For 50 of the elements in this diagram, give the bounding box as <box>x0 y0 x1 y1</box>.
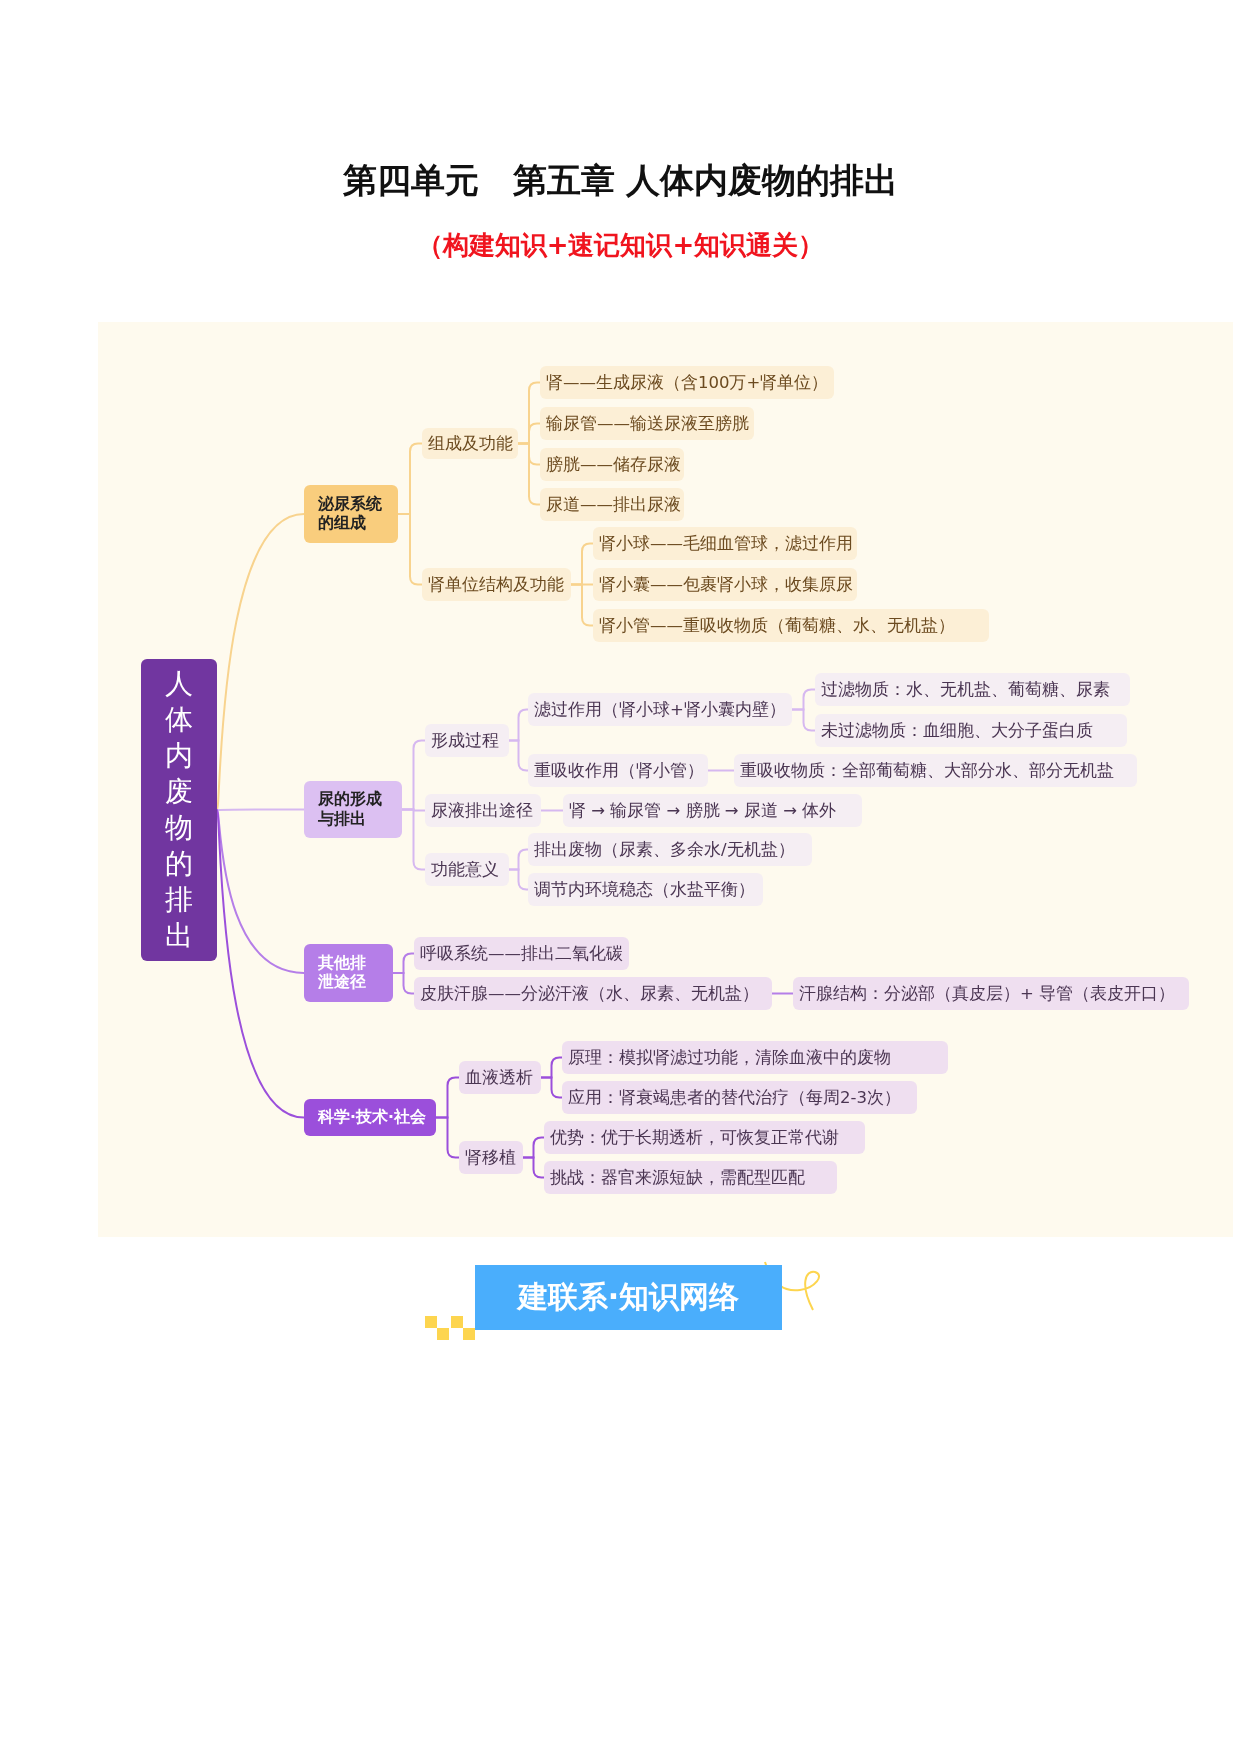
subtopic-box: 肾小球——毛细血管球，滤过作用 <box>593 527 857 560</box>
subtopic-box: 皮肤汗腺——分泌汗液（水、尿素、无机盐） <box>414 977 772 1010</box>
subtopic-box: 肾——生成尿液（含100万+肾单位） <box>540 366 834 399</box>
connector-line <box>508 868 529 891</box>
subtopic-box: 排出废物（尿素、多余水/无机盐） <box>528 833 812 866</box>
subtopic-box: 组成及功能 <box>422 428 518 459</box>
subtopic-box: 优势：优于长期透析，可恢复正常代谢 <box>544 1121 865 1154</box>
subtopic-box: 滤过作用（肾小球+肾小囊内壁） <box>528 693 792 726</box>
subtopic-box: 肾 → 输尿管 → 膀胱 → 尿道 → 体外 <box>563 794 862 827</box>
connector-line <box>392 972 415 995</box>
subtopic-box: 重吸收作用（肾小管） <box>528 754 708 787</box>
title: 第四单元 第五章 人体内废物的排出 <box>342 160 899 200</box>
connector-line <box>216 808 305 811</box>
subtopic-box: 肾移植 <box>459 1141 523 1174</box>
subtopic-box: 形成过程 <box>425 724 509 757</box>
subtopic-box: 呼吸系统——排出二氧化碳 <box>414 937 629 970</box>
banner-box: 建联系·知识网络 <box>475 1265 782 1330</box>
connector-line <box>522 1156 545 1179</box>
branch-topic-box: 其他排泄途径 <box>304 944 393 1002</box>
subtopic-box: 挑战：器官来源短缺，需配型匹配 <box>544 1161 837 1194</box>
connector-line <box>216 809 305 1119</box>
subtopic-box: 膀胱——储存尿液 <box>540 448 684 481</box>
branch-topic-box: 科学·技术·社会 <box>304 1099 436 1136</box>
subtopic-box: 功能意义 <box>425 853 509 886</box>
subtopic-box: 过滤物质：水、无机盐、葡萄糖、尿素 <box>815 673 1130 706</box>
subtopic-box: 汗腺结构：分泌部（真皮层）+ 导管（表皮开口） <box>793 977 1189 1010</box>
connector-line <box>771 992 794 995</box>
subtopic-box: 应用：肾衰竭患者的替代治疗（每周2-3次） <box>562 1081 917 1114</box>
subtopic-box: 重吸收物质：全部葡萄糖、大部分水、部分无机盐 <box>734 754 1137 787</box>
connector-line <box>540 809 564 812</box>
subtopic-box: 肾单位结构及功能 <box>422 568 571 601</box>
subtopic-box: 肾小囊——包裹肾小球，收集原尿 <box>593 568 857 601</box>
subtopic-box: 尿液排出途径 <box>425 794 541 827</box>
root-topic-box: 人体内废物的排出 <box>141 659 217 961</box>
subtopic-box: 调节内环境稳态（水盐平衡） <box>528 873 763 906</box>
subtopic-box: 原理：模拟肾滤过功能，清除血液中的废物 <box>562 1041 948 1074</box>
branch-topic-box: 泌尿系统的组成 <box>304 485 398 543</box>
subtitle: （构建知识+速记知识+知识通关） <box>416 230 825 260</box>
connector-line <box>216 809 305 974</box>
connector-line <box>216 513 305 811</box>
subtopic-box: 尿道——排出尿液 <box>540 488 684 521</box>
connector-line <box>508 739 529 772</box>
connector-line <box>707 769 735 772</box>
subtopic-box: 血液透析 <box>459 1061 541 1094</box>
subtopic-box: 输尿管——输送尿液至膀胱 <box>540 407 754 440</box>
connector-line <box>791 708 816 732</box>
subtopic-box: 肾小管——重吸收物质（葡萄糖、水、无机盐） <box>593 609 989 642</box>
subtopic-box: 未过滤物质：血细胞、大分子蛋白质 <box>815 714 1127 747</box>
branch-topic-box: 尿的形成与排出 <box>304 781 402 838</box>
connector-line <box>540 1076 563 1099</box>
